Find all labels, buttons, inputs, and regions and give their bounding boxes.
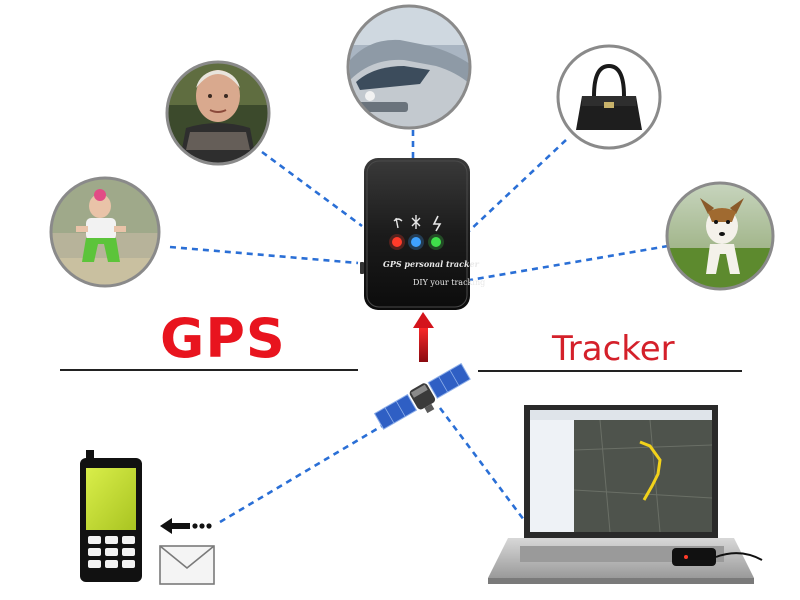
connector-dog (469, 244, 669, 282)
led-green (431, 237, 441, 247)
device-brand-label: GPS personal tracker (383, 259, 479, 269)
elderly-woman-photo-icon (165, 60, 271, 166)
connector-handbag (467, 139, 567, 233)
dog-photo-icon (665, 181, 775, 291)
envelope-icon (159, 545, 215, 585)
gps-tracker-device-icon (360, 158, 470, 310)
led-red (392, 237, 402, 247)
incoming-arrow-icon (160, 518, 212, 534)
connector-child (169, 245, 359, 265)
led-blue (411, 237, 421, 247)
connector-elderly (261, 150, 363, 228)
parked-cars-photo-icon (346, 4, 472, 130)
device-slogan: DIY your tracking (413, 278, 486, 287)
satellite-icon (373, 362, 471, 430)
tracker-heading: Tracker (552, 329, 675, 369)
uplink-arrow-icon (413, 312, 434, 362)
connector-phone (219, 418, 393, 524)
gps-heading: GPS (160, 307, 286, 370)
gps-status-icon (411, 215, 421, 229)
mobile-phone-icon (80, 450, 142, 582)
laptop-icon (488, 405, 763, 584)
route-line (639, 440, 662, 501)
power-status-icon (432, 215, 442, 232)
connector-laptop (438, 407, 526, 521)
gsm-status-icon (393, 217, 403, 229)
handbag-photo-icon (556, 44, 662, 150)
child-photo-icon (49, 176, 161, 288)
connector-lines (169, 130, 669, 524)
